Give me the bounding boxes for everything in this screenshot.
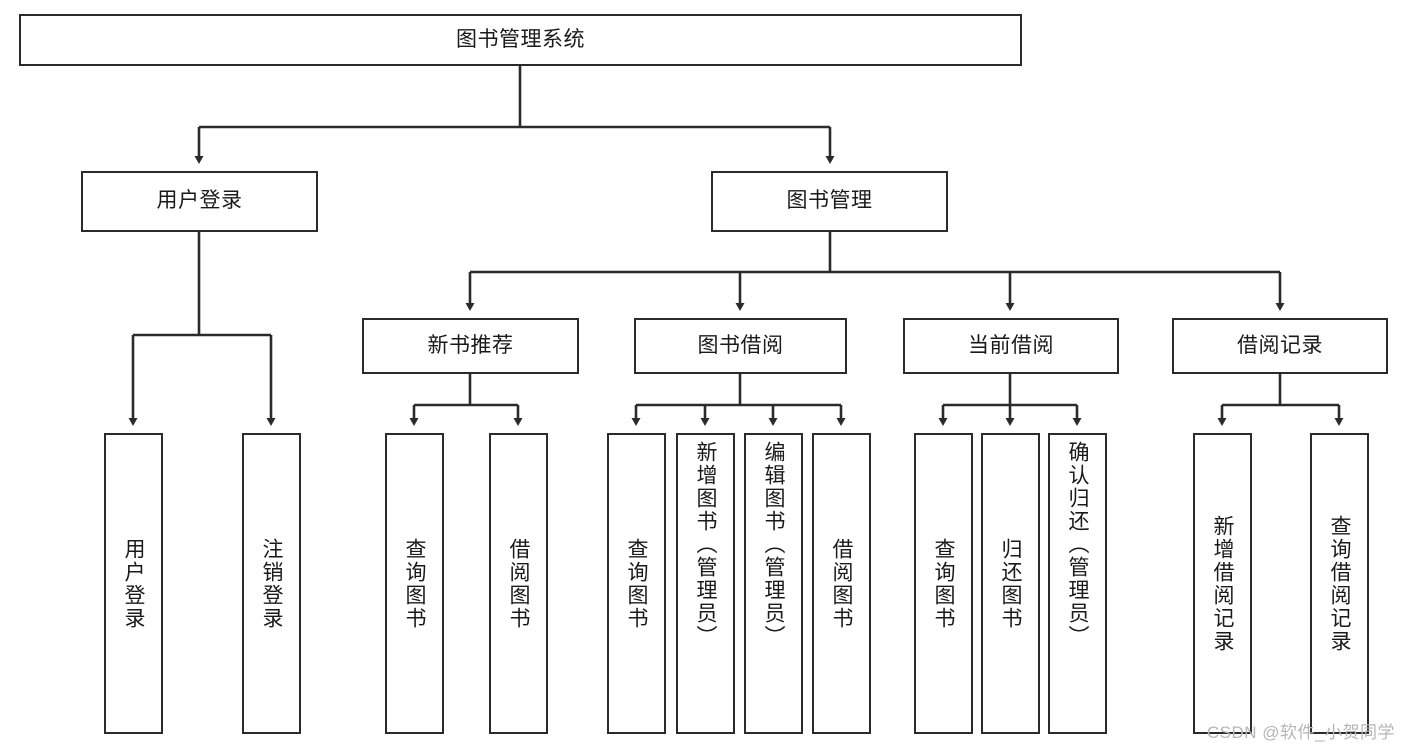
leaf-borrow-borrow-book[interactable]: 借阅图书: [812, 433, 871, 734]
leaf-current-query-book[interactable]: 查询图书: [914, 433, 973, 734]
leaf-label: 借阅图书: [507, 537, 530, 630]
watermark-text: CSDN @软件_小贺同学: [1206, 723, 1395, 742]
node-label: 图书管理: [786, 189, 873, 213]
leaf-label: 用户登录: [122, 537, 145, 630]
node-label: 借阅记录: [1237, 333, 1323, 357]
node-label: 图书借阅: [697, 333, 784, 357]
node-user-login[interactable]: 用户登录: [81, 171, 318, 232]
leaf-label: 新增图书（管理员）: [694, 441, 717, 648]
leaf-label: 查询借阅记录: [1328, 514, 1351, 653]
leaf-recommend-borrow-book[interactable]: 借阅图书: [489, 433, 548, 734]
node-root-system[interactable]: 图书管理系统: [19, 14, 1022, 66]
leaf-label: 确认归还（管理员）: [1066, 441, 1089, 648]
node-new-book-recommend[interactable]: 新书推荐: [362, 318, 579, 374]
node-book-borrow[interactable]: 图书借阅: [634, 318, 847, 374]
leaf-label: 编辑图书（管理员）: [762, 441, 785, 648]
leaf-record-query-record[interactable]: 查询借阅记录: [1310, 433, 1369, 734]
leaf-borrow-add-book-admin[interactable]: 新增图书（管理员）: [676, 433, 735, 734]
leaf-borrow-edit-book-admin[interactable]: 编辑图书（管理员）: [744, 433, 803, 734]
leaf-label: 查询图书: [625, 537, 648, 630]
leaf-current-return-book[interactable]: 归还图书: [981, 433, 1040, 734]
leaf-recommend-query-book[interactable]: 查询图书: [385, 433, 444, 734]
leaf-label: 借阅图书: [830, 537, 853, 630]
node-label: 当前借阅: [968, 333, 1054, 357]
node-label: 新书推荐: [427, 333, 514, 357]
leaf-user-login-logout[interactable]: 注销登录: [242, 433, 301, 734]
leaf-label: 查询图书: [932, 537, 955, 630]
leaf-label: 归还图书: [999, 537, 1022, 630]
leaf-label: 注销登录: [260, 537, 283, 630]
leaf-label: 新增借阅记录: [1211, 514, 1234, 653]
leaf-record-add-record[interactable]: 新增借阅记录: [1193, 433, 1252, 734]
leaf-current-confirm-return-admin[interactable]: 确认归还（管理员）: [1048, 433, 1107, 734]
node-book-management[interactable]: 图书管理: [711, 171, 948, 232]
leaf-user-login-login[interactable]: 用户登录: [104, 433, 163, 734]
node-label: 用户登录: [156, 189, 243, 213]
leaf-label: 查询图书: [403, 537, 426, 630]
leaf-borrow-query-book[interactable]: 查询图书: [607, 433, 666, 734]
node-current-borrow[interactable]: 当前借阅: [903, 318, 1119, 374]
node-borrow-record[interactable]: 借阅记录: [1172, 318, 1388, 374]
node-label: 图书管理系统: [456, 27, 585, 51]
